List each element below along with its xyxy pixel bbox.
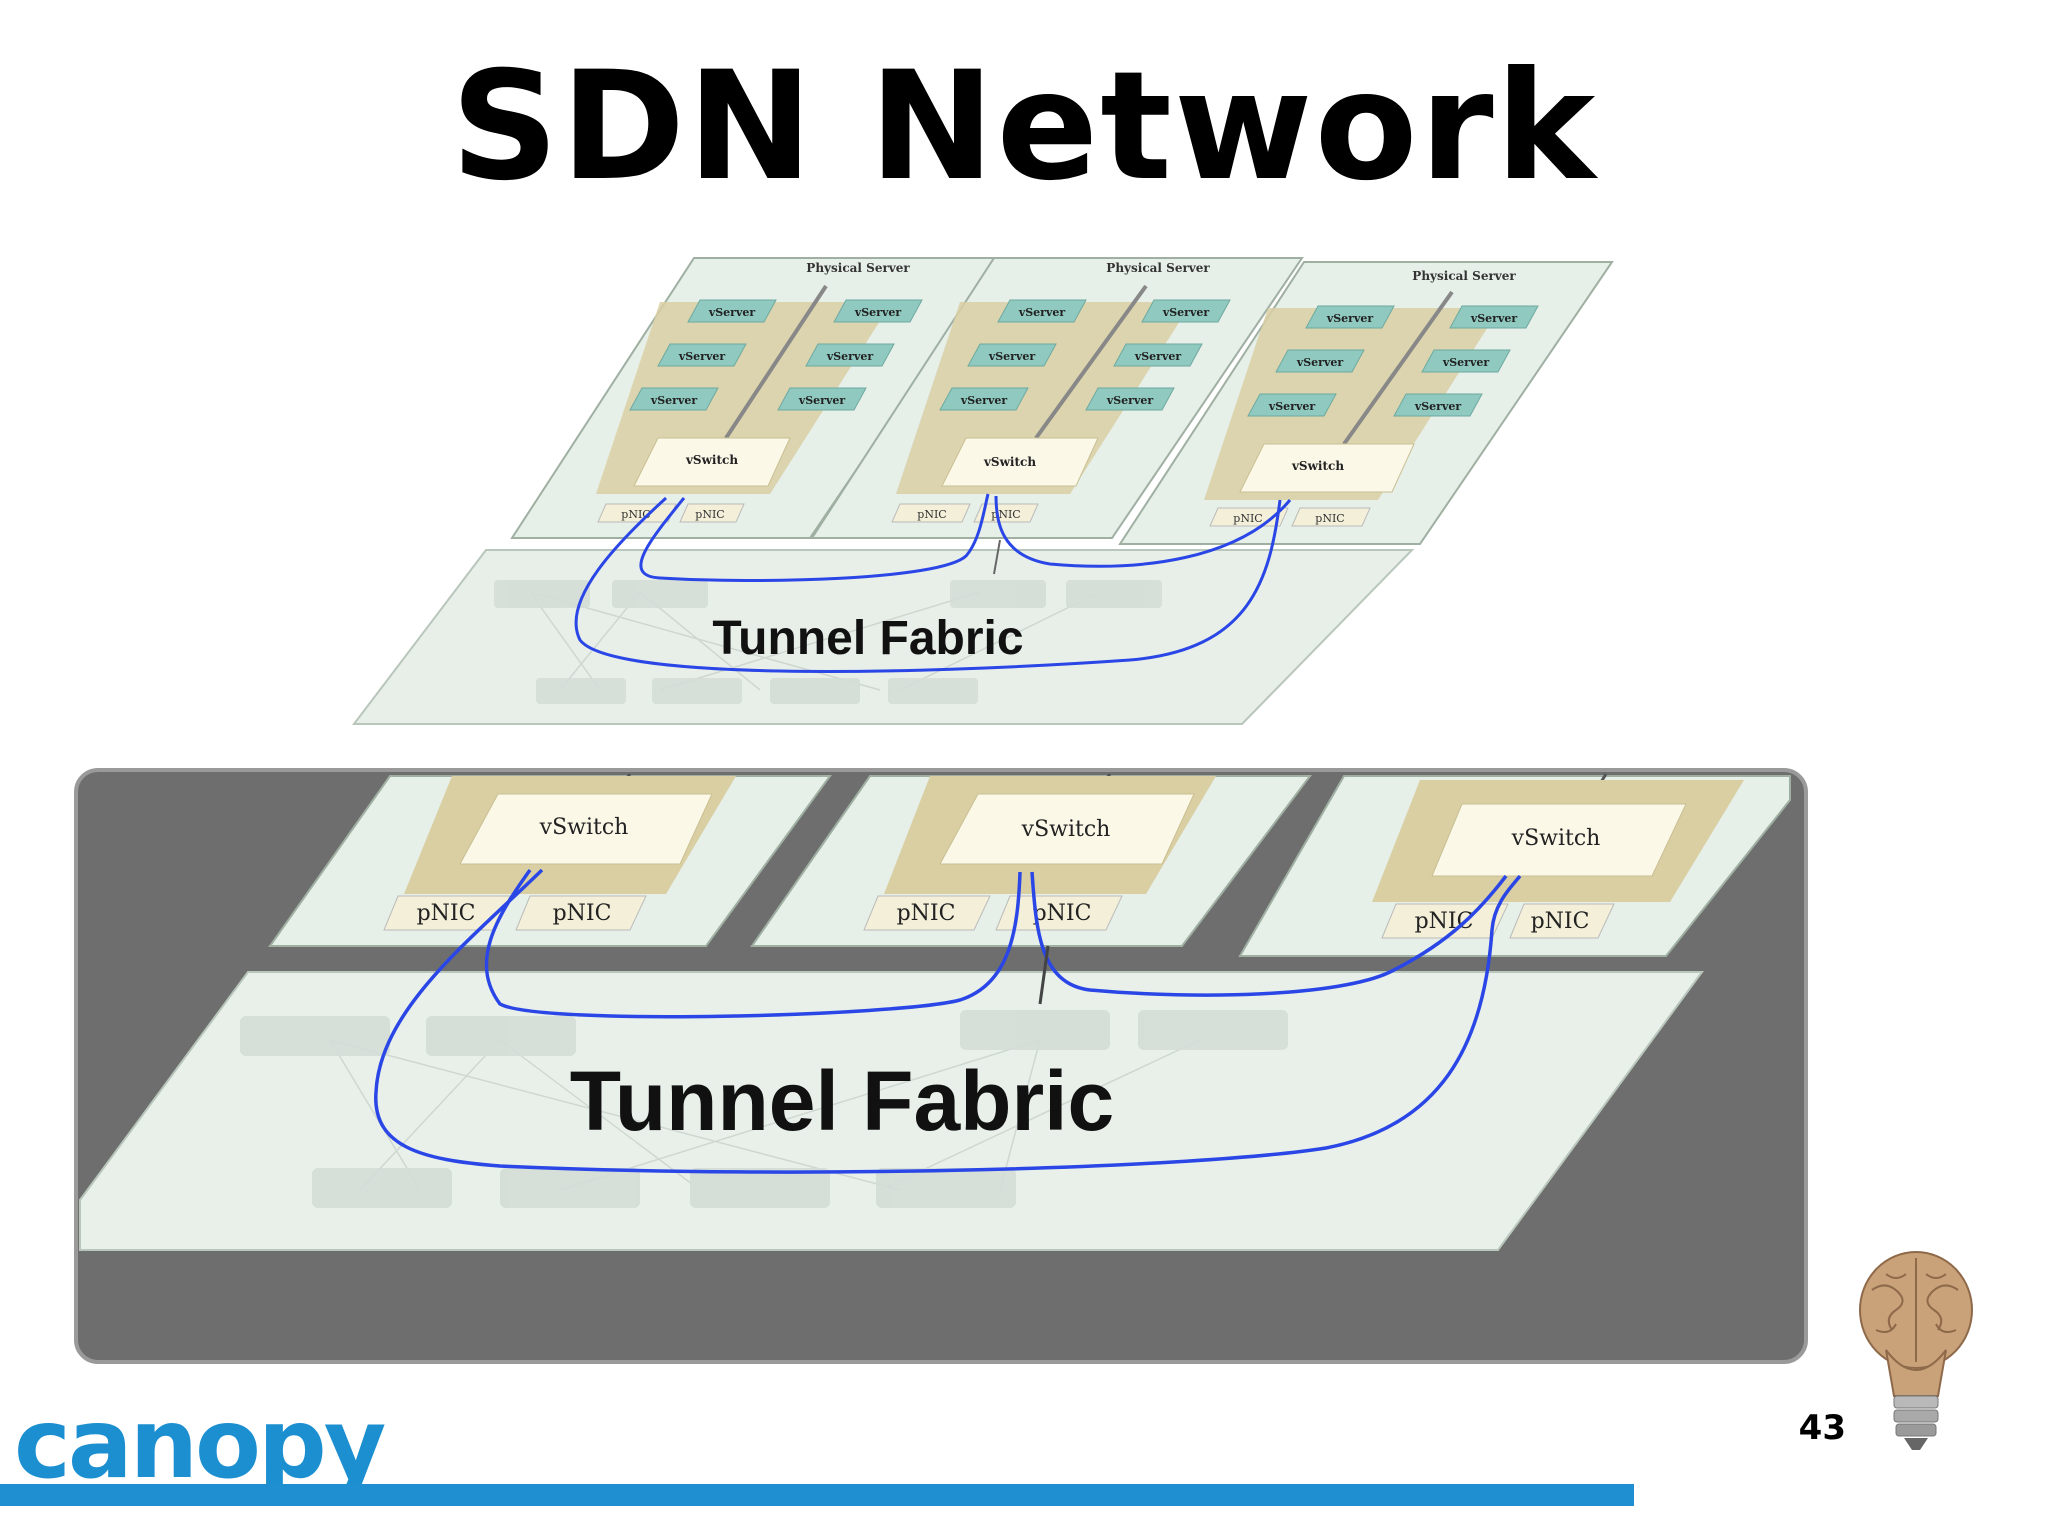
pnic-label: pNIC — [1233, 512, 1262, 525]
pnic-label: pNIC — [917, 508, 946, 521]
vserver-label: vServer — [1106, 394, 1154, 407]
top-uplink-line — [993, 539, 1001, 575]
vserver-label: vServer — [1442, 356, 1490, 369]
vserver-label: vServer — [1268, 400, 1316, 413]
vserver-label: vServer — [854, 306, 902, 319]
bottom-server-2: vSwitch pNIC pNIC — [750, 773, 1313, 947]
slide-number: 43 — [1798, 1408, 1846, 1448]
top-physical-server-2: Physical Server vServer vServer vServer … — [810, 257, 1304, 539]
vserver-label: vServer — [1470, 312, 1518, 325]
top-physical-server-1: Physical Server vServer vServer vServer … — [510, 257, 1002, 539]
vserver-label: vServer — [1134, 350, 1182, 363]
pnic-label: pNIC — [695, 508, 724, 521]
vswitch-label: vSwitch — [1291, 459, 1344, 473]
top-fabric-switches — [494, 580, 1162, 704]
top-tunnel-lines — [574, 493, 1292, 673]
pnic-label: pNIC — [897, 901, 956, 926]
pnic-label: pNIC — [1033, 901, 1092, 926]
server-label: Physical Server — [1106, 261, 1210, 275]
vswitch-label: vSwitch — [1021, 817, 1111, 842]
bottom-server-1: vSwitch pNIC pNIC — [268, 773, 832, 947]
vserver-label: vServer — [1296, 356, 1344, 369]
slide-title: SDN Network — [450, 40, 1598, 214]
vserver-label: vServer — [1414, 400, 1462, 413]
top-diagram: Tunnel Fabric Physical Server vServer vS… — [351, 257, 1614, 725]
vswitch-label: vSwitch — [983, 455, 1036, 469]
vserver-label: vServer — [678, 350, 726, 363]
pnic-label: pNIC — [553, 901, 612, 926]
bottom-fabric-mesh — [329, 1039, 1201, 1191]
vserver-label: vServer — [1162, 306, 1210, 319]
brain-lightbulb-icon — [1859, 1251, 1973, 1450]
canopy-logo: canopy — [14, 1388, 386, 1500]
vserver-label: vServer — [960, 394, 1008, 407]
bottom-diagram: Tunnel Fabric vSwitch pNIC pNIC vSwitch … — [74, 768, 1808, 1364]
vserver-label: vServer — [1326, 312, 1374, 325]
vserver-label: vServer — [650, 394, 698, 407]
pnic-label: pNIC — [1531, 909, 1590, 934]
vserver-label: vServer — [1018, 306, 1066, 319]
top-fabric-label: Tunnel Fabric — [712, 612, 1023, 665]
server-label: Physical Server — [1412, 269, 1516, 283]
bottom-uplink-line — [1038, 945, 1050, 1005]
bottom-fabric-label: Tunnel Fabric — [570, 1054, 1114, 1148]
vswitch-label: vSwitch — [1511, 826, 1601, 851]
pnic-label: pNIC — [417, 901, 476, 926]
vserver-label: vServer — [988, 350, 1036, 363]
footer-bar — [0, 1484, 1634, 1506]
top-fabric-mesh — [529, 591, 1101, 691]
bottom-fabric-switches — [240, 1010, 1288, 1208]
server-label: Physical Server — [806, 261, 910, 275]
pnic-label: pNIC — [1315, 512, 1344, 525]
vserver-label: vServer — [708, 306, 756, 319]
vserver-label: vServer — [798, 394, 846, 407]
bottom-server-3: vSwitch pNIC pNIC — [1238, 773, 1791, 957]
top-physical-server-3: Physical Server vServer vServer vServer … — [1118, 261, 1614, 545]
vserver-label: vServer — [826, 350, 874, 363]
vswitch-label: vSwitch — [685, 453, 738, 467]
vswitch-label: vSwitch — [539, 815, 629, 840]
